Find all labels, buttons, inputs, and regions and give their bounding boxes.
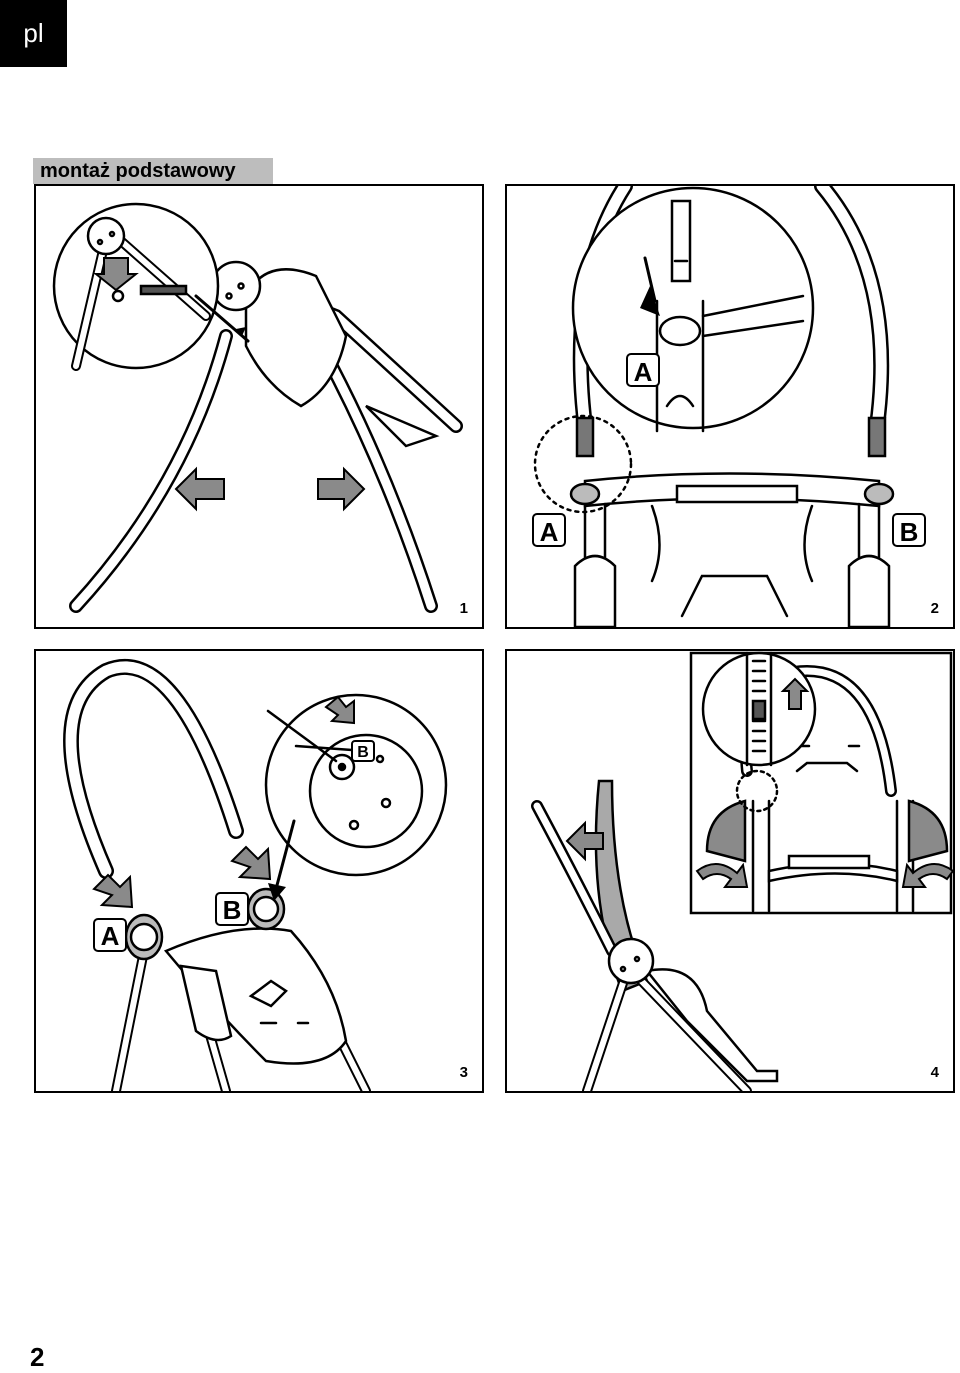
step-2-panel: A A B 2 [505,184,955,629]
label-a: A [101,921,120,951]
label-a-inset: A [634,357,653,387]
label-b: B [223,895,242,925]
step-4-illustration [531,651,953,1091]
section-title: montaż podstawowy [33,158,273,184]
label-b-inset: B [357,744,369,761]
page-number: 2 [30,1342,45,1372]
language-tab: pl [0,0,67,67]
step-number: 2 [930,600,939,617]
step-number: 3 [459,1064,468,1081]
step-4-panel: 4 [505,649,955,1093]
step-2-illustration: A A B [532,186,926,627]
label-b: B [900,517,919,547]
step-3-illustration: A B B [63,658,448,1091]
step-1-panel: 1 [34,184,484,629]
step-1-illustration [52,202,463,613]
step-number: 1 [459,600,468,617]
label-a: A [540,517,559,547]
step-3-panel: A B B 3 [34,649,484,1093]
step-number: 4 [930,1064,939,1081]
